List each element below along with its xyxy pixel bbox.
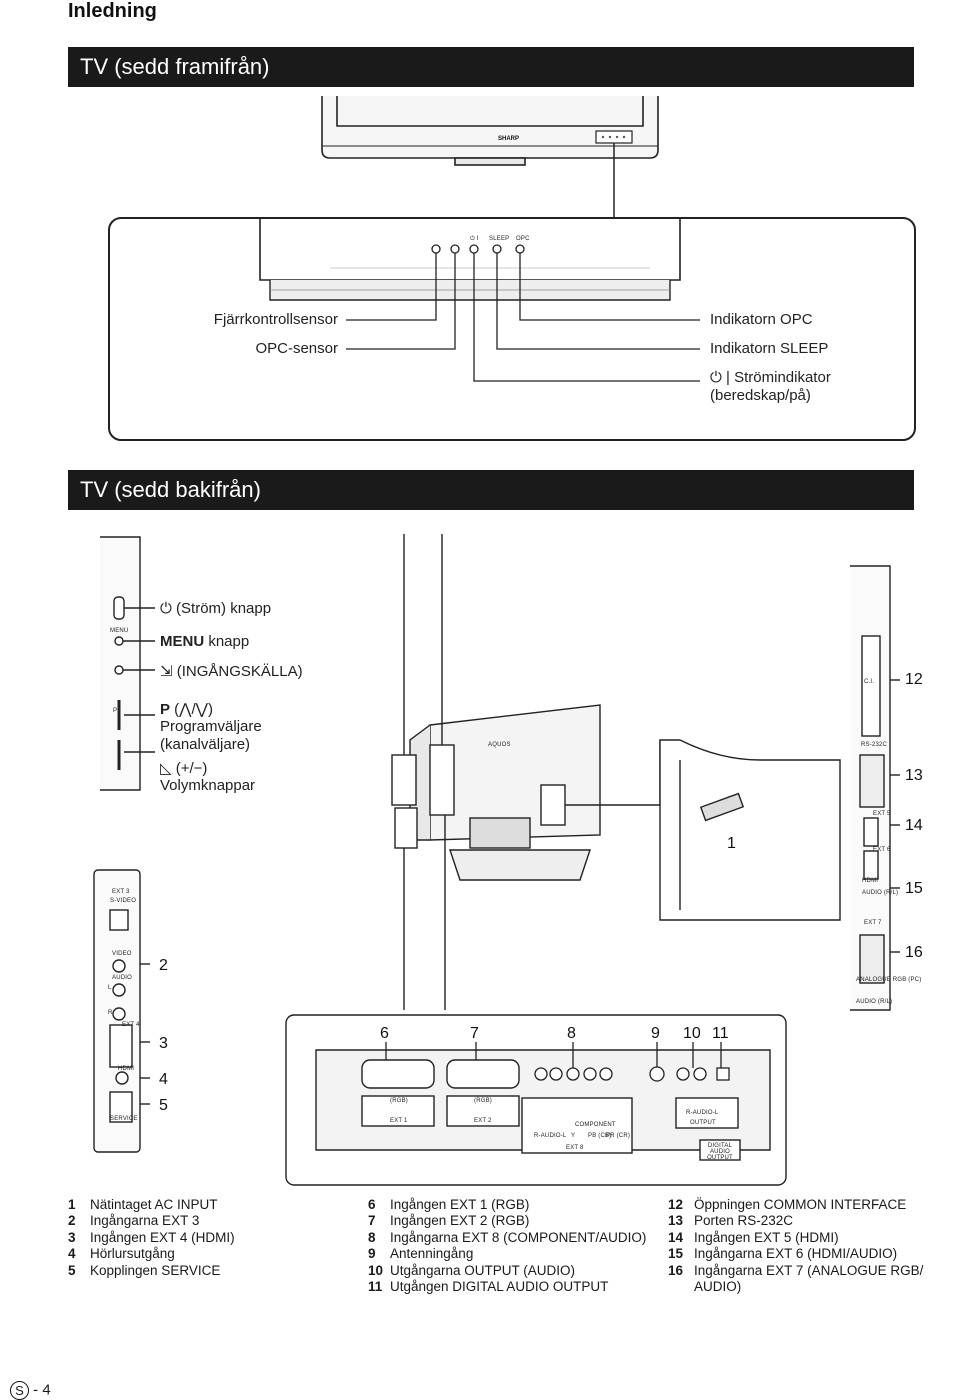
callout-3: 3: [159, 1035, 168, 1052]
callout-8: 8: [567, 1025, 576, 1042]
ext2-label: EXT 2: [474, 1118, 492, 1124]
callout-13: 13: [905, 767, 923, 784]
power-icon: ⏻: [160, 600, 177, 617]
callout-6: 6: [380, 1025, 389, 1042]
rgb2-label: (RGB): [474, 1098, 492, 1104]
input-button-label: ⇲ (INGÅNGSKÄLLA): [160, 663, 303, 680]
ext7-label: EXT 7: [864, 920, 882, 926]
audio-rl-label: AUDIO (R/L): [862, 890, 899, 896]
front-opc-label: OPC: [516, 236, 530, 242]
legend-item: AUDIO): [694, 1279, 742, 1295]
volume-button-label: Volymknappar: [160, 777, 256, 794]
pr-label: PR (CR): [606, 1133, 631, 1139]
page-number: S - 4: [10, 1381, 51, 1400]
r-label: R: [108, 1010, 113, 1016]
front-sleep-label: SLEEP: [489, 236, 510, 242]
power-button-label: ⏻ (Ström) knapp: [160, 600, 272, 617]
power-indicator-sub: (beredskap/på): [710, 387, 811, 404]
front-view-banner: TV (sedd framifrån): [68, 47, 914, 87]
callout-1: 1: [727, 835, 736, 852]
tv-brand: AQUOS: [488, 742, 511, 748]
audio-label: AUDIO: [112, 975, 133, 981]
pb-label: PB (CB): [588, 1133, 612, 1139]
opc-indicator-label: Indikatorn OPC: [710, 311, 813, 328]
ext6-label: EXT 6: [873, 847, 891, 853]
front-power-label: ⏻ I: [470, 236, 479, 242]
sleep-indicator-label: Indikatorn SLEEP: [710, 340, 829, 357]
callout-14: 14: [905, 817, 923, 834]
power-indicator-label: ⏻ | Strömindikator: [710, 369, 831, 386]
rs232c-label: RS-232C: [861, 742, 888, 748]
callout-12: 12: [905, 671, 923, 688]
remote-sensor-label: Fjärrkontrollsensor: [213, 311, 338, 328]
callout-5: 5: [159, 1097, 168, 1114]
power-icon: ⏻ |: [710, 369, 735, 386]
callout-11: 11: [712, 1025, 729, 1042]
callout-10: 10: [683, 1025, 701, 1042]
audio-rl2-label: AUDIO (R/L): [856, 999, 893, 1005]
svideo-label: S-VIDEO: [110, 898, 137, 904]
volume-symbol-label: ◺ (+/−): [160, 760, 208, 777]
back-view-banner: TV (sedd bakifrån): [68, 470, 914, 510]
program-selector-label: Programväljare: [160, 718, 262, 735]
opc-sensor-label: OPC-sensor: [255, 340, 338, 357]
ext8-label: EXT 8: [566, 1145, 584, 1151]
panel-menu-label: MENU: [110, 628, 129, 634]
ext5-label: EXT 5: [873, 811, 891, 817]
video-label: VIDEO: [112, 951, 132, 957]
callout-9: 9: [651, 1025, 660, 1042]
ext4-label: EXT 4: [122, 1022, 140, 1028]
program-button-label: P (⋀/⋁): [160, 701, 213, 718]
y-label: Y: [571, 1133, 576, 1139]
output-audio-label: R-AUDIO-L: [686, 1110, 719, 1116]
callout-16: 16: [905, 944, 923, 961]
digital-audio-label: DIGITAL AUDIO OUTPUT: [707, 1143, 733, 1161]
hdmi-right-label: HDMI: [862, 878, 879, 884]
volume-icon: ◺: [160, 760, 176, 777]
hdmi-label: HDMI: [118, 1066, 135, 1072]
l-label: L: [108, 985, 112, 991]
callout-4: 4: [159, 1071, 168, 1088]
callout-15: 15: [905, 880, 923, 897]
country-badge: S: [10, 1381, 29, 1400]
ext3-label: EXT 3: [112, 889, 130, 895]
input-icon: ⇲: [160, 663, 177, 680]
ext1-label: EXT 1: [390, 1118, 408, 1124]
callout-7: 7: [470, 1025, 479, 1042]
front-brand: SHARP: [498, 136, 519, 142]
channel-selector-label: (kanalväljare): [160, 736, 251, 753]
r-audio-l-label: R-AUDIO-L: [534, 1133, 567, 1139]
output-label: OUTPUT: [690, 1120, 716, 1126]
rgb1-label: (RGB): [390, 1098, 408, 1104]
menu-button-label: MENU knapp: [160, 633, 250, 650]
component-label: COMPONENT: [575, 1122, 616, 1128]
callout-2: 2: [159, 957, 168, 974]
service-label: SERVICE: [110, 1116, 138, 1122]
ci-label: C.I.: [864, 679, 875, 685]
analogue-label: ANALOGUE RGB (PC): [856, 977, 922, 983]
panel-p-label: P: [113, 708, 118, 714]
section-heading: Inledning: [68, 0, 157, 22]
